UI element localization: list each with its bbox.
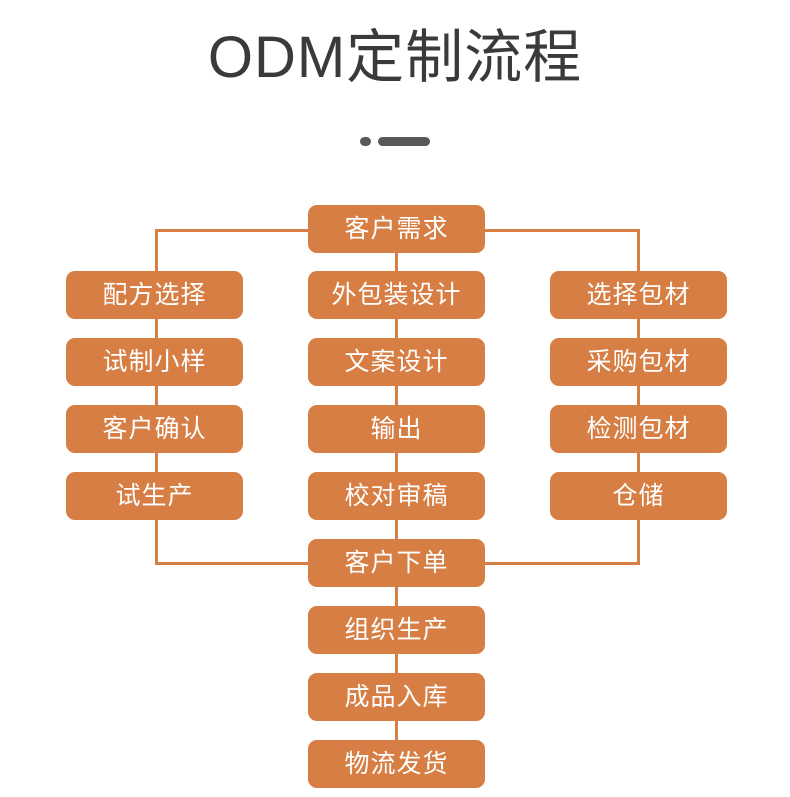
title-divider bbox=[0, 135, 790, 147]
connector-center-2-3 bbox=[395, 384, 398, 406]
node-center-4[interactable]: 校对审稿 bbox=[308, 472, 485, 520]
connector-center-1-2 bbox=[395, 317, 398, 339]
connector-right-1-2 bbox=[637, 317, 640, 339]
connector-right-to-merge-drop bbox=[637, 518, 640, 565]
node-center-3[interactable]: 输出 bbox=[308, 405, 485, 453]
node-tail-1[interactable]: 组织生产 bbox=[308, 606, 485, 654]
node-right-2[interactable]: 采购包材 bbox=[550, 338, 727, 386]
divider-bar-icon bbox=[378, 136, 430, 146]
node-left-1[interactable]: 配方选择 bbox=[66, 271, 243, 319]
node-tail-3[interactable]: 物流发货 bbox=[308, 740, 485, 788]
node-right-4[interactable]: 仓储 bbox=[550, 472, 727, 520]
node-center-1[interactable]: 外包装设计 bbox=[308, 271, 485, 319]
node-right-1[interactable]: 选择包材 bbox=[550, 271, 727, 319]
connector-right-3-4 bbox=[637, 451, 640, 473]
connector-center-3-4 bbox=[395, 451, 398, 473]
node-tail-2[interactable]: 成品入库 bbox=[308, 673, 485, 721]
node-left-3[interactable]: 客户确认 bbox=[66, 405, 243, 453]
connector-right-2-3 bbox=[637, 384, 640, 406]
connector-right-drop bbox=[637, 229, 640, 271]
connector-left-to-merge-drop bbox=[155, 518, 158, 565]
connector-tail-1-2 bbox=[395, 653, 398, 675]
node-left-4[interactable]: 试生产 bbox=[66, 472, 243, 520]
connector-left-3-4 bbox=[155, 451, 158, 473]
connector-center-drop bbox=[395, 251, 398, 273]
node-center-2[interactable]: 文案设计 bbox=[308, 338, 485, 386]
connector-top-rail-left bbox=[155, 229, 310, 232]
connector-merge-rail-left bbox=[155, 562, 313, 565]
connector-left-2-3 bbox=[155, 384, 158, 406]
divider-dot-icon bbox=[360, 136, 371, 146]
connector-merge-rail-right bbox=[482, 562, 640, 565]
connector-tail-2-3 bbox=[395, 720, 398, 742]
connector-top-rail-right bbox=[483, 229, 640, 232]
connector-center-to-merge bbox=[395, 518, 398, 540]
connector-left-drop bbox=[155, 229, 158, 271]
node-left-2[interactable]: 试制小样 bbox=[66, 338, 243, 386]
node-merge-customer-order[interactable]: 客户下单 bbox=[308, 539, 485, 587]
connector-merge-to-tail-1 bbox=[395, 586, 398, 608]
node-start-customer-requirement[interactable]: 客户需求 bbox=[308, 205, 485, 253]
connector-left-1-2 bbox=[155, 317, 158, 339]
page-title: ODM定制流程 bbox=[207, 25, 583, 90]
node-right-3[interactable]: 检测包材 bbox=[550, 405, 727, 453]
page-header: ODM定制流程 bbox=[0, 0, 790, 175]
